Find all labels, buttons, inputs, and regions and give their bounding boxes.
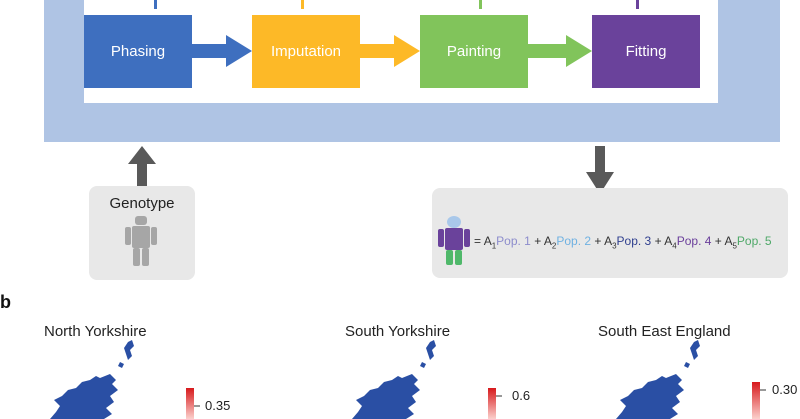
color-scale-bar [752, 382, 766, 419]
color-scale-bar [186, 388, 200, 419]
step-fitting: Fitting [592, 15, 700, 88]
term-sep: + [530, 234, 544, 248]
formula-term: A3Pop. 3 + [604, 234, 665, 251]
term-sub: 4 [672, 241, 677, 251]
term-coef: A [724, 234, 733, 248]
term-sep: + [711, 234, 725, 248]
ancestry-output-panel [432, 188, 788, 278]
color-scale-bar [488, 388, 502, 419]
formula-term: A2Pop. 2 + [543, 234, 605, 251]
term-coef: A [543, 234, 552, 248]
formula-term: A5Pop. 5 [724, 234, 772, 251]
map-title-south-east-england: South East England [598, 323, 731, 340]
term-sub: 2 [551, 241, 557, 251]
term-pop-2: Pop. 2 [556, 234, 592, 248]
term-sub: 3 [612, 241, 617, 251]
map-title-south-yorkshire: South Yorkshire [345, 323, 451, 340]
admixture-formula: = A1Pop. 1 + A2Pop. 2 + A3Pop. 3 + A4Pop… [474, 234, 772, 250]
uk-map-north-yorkshire [50, 340, 134, 419]
step-painting: Painting [420, 15, 528, 88]
arrow-imputation-to-painting [360, 35, 420, 67]
step-imputation: Imputation [252, 15, 360, 88]
genotype-label: Genotype [109, 195, 175, 212]
term-coef: A [483, 234, 492, 248]
scale-max-label: 0.6 [512, 388, 531, 403]
input-arrow [128, 146, 156, 186]
person-gray-icon [125, 216, 157, 266]
pipeline-box: Phasing Imputation Painting Fitting [84, 0, 718, 103]
panel-b-label: b [0, 292, 11, 312]
term-sub: 5 [732, 241, 737, 251]
formula-equals: = [474, 234, 484, 248]
term-sub: 1 [491, 241, 497, 251]
term-sep: + [651, 234, 665, 248]
scale-max-label: 0.35 [205, 398, 231, 413]
term-sep: + [591, 234, 605, 248]
term-pop-4: Pop. 4 [676, 234, 712, 248]
step-phasing: Phasing [84, 15, 192, 88]
output-arrow [586, 146, 614, 194]
step-imputation-tick [301, 0, 304, 9]
arrow-phasing-to-imputation [192, 35, 252, 67]
term-coef: A [664, 234, 673, 248]
arrow-painting-to-fitting [528, 35, 592, 67]
scale-max-label: 0.30 [772, 382, 798, 397]
uk-map-south-east-england [616, 340, 700, 419]
formula-term: A4Pop. 4 + [664, 234, 725, 251]
step-phasing-label: Phasing [110, 43, 166, 60]
formula-term: A1Pop. 1 + [483, 234, 544, 251]
step-fitting-label: Fitting [625, 43, 667, 60]
step-imputation-label: Imputation [270, 43, 342, 60]
map-title-north-yorkshire: North Yorkshire [44, 323, 147, 340]
uk-map-south-yorkshire [352, 340, 436, 419]
step-painting-tick [479, 0, 482, 9]
term-pop-5: Pop. 5 [736, 234, 772, 248]
term-coef: A [604, 234, 613, 248]
term-pop-3: Pop. 3 [616, 234, 652, 248]
term-pop-1: Pop. 1 [496, 234, 531, 248]
step-phasing-tick [154, 0, 157, 9]
step-painting-label: Painting [446, 43, 502, 60]
person-colored-icon [438, 216, 470, 265]
step-fitting-tick [636, 0, 639, 9]
